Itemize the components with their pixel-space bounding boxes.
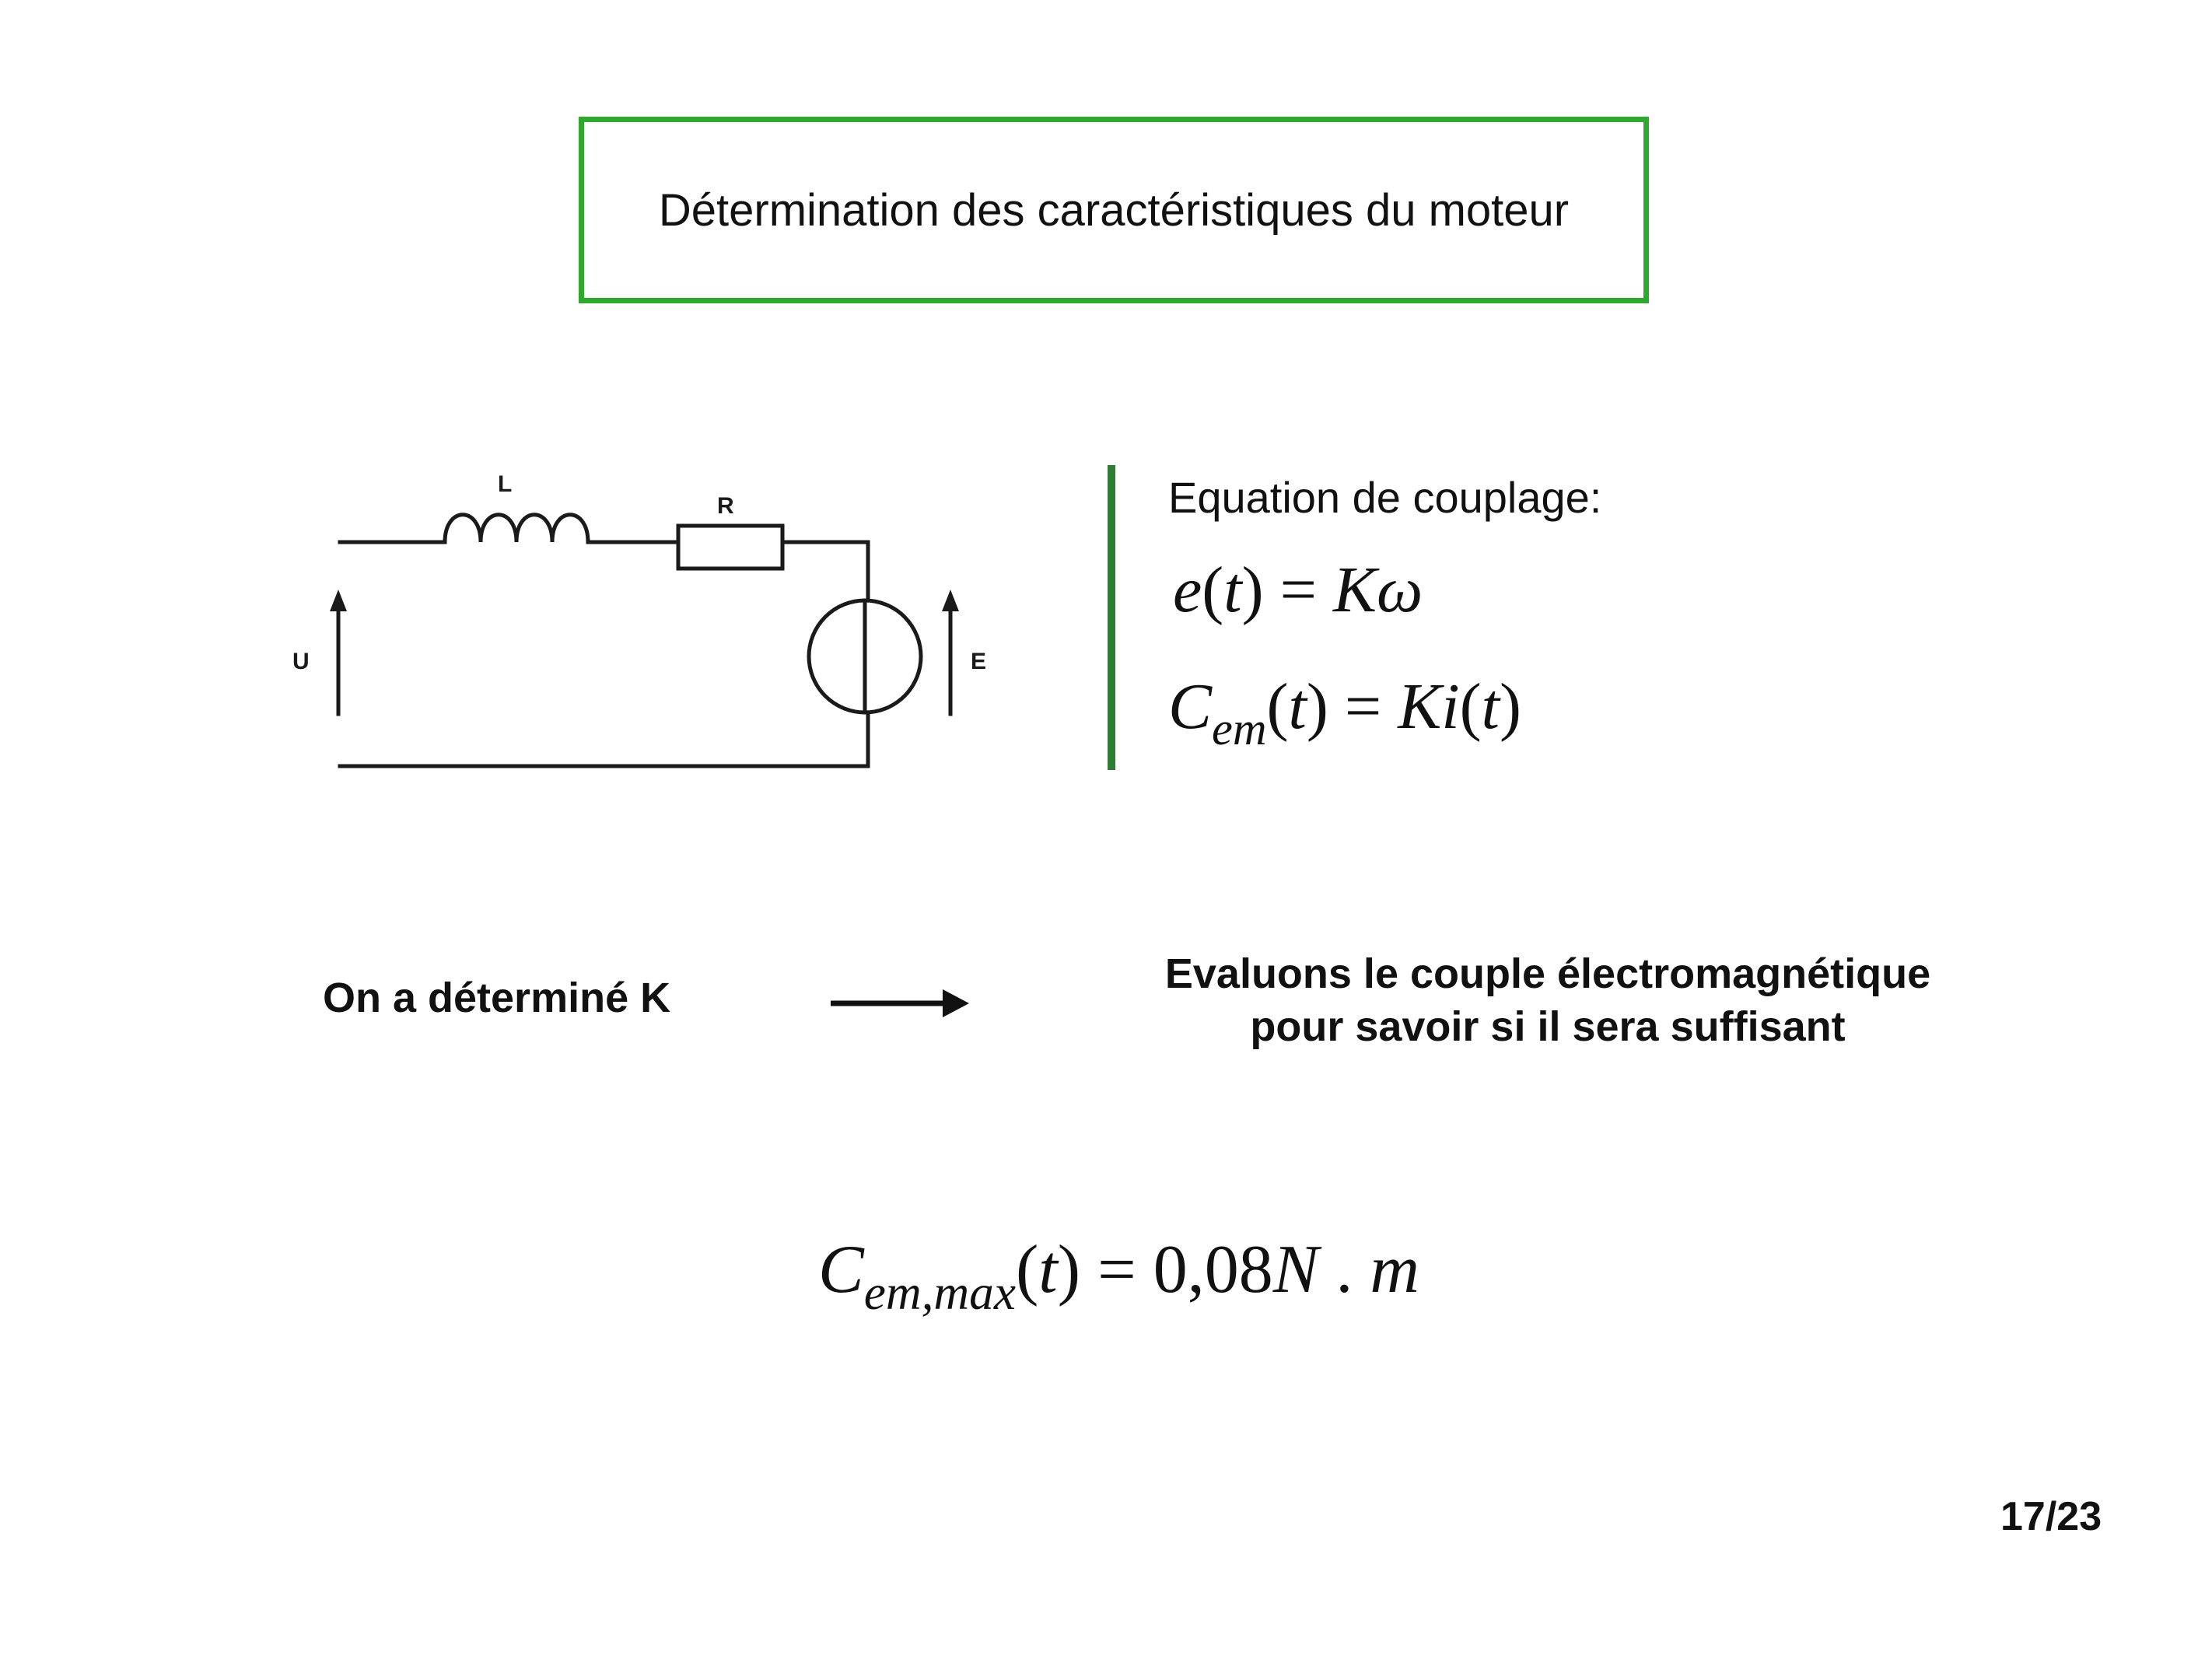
resistor-label: R bbox=[717, 493, 734, 519]
note-k-determined: On a déterminé K bbox=[323, 975, 671, 1021]
inductor-coil bbox=[443, 513, 590, 544]
equation-max-torque: Cem,max(t) = 0,08N . m bbox=[818, 1232, 1419, 1321]
u-label: U bbox=[292, 649, 310, 674]
note-right-line1: Evaluons le couple électromagnétique bbox=[1164, 950, 1931, 997]
equation-divider-bar bbox=[1108, 465, 1115, 770]
note-right-line2: pour savoir si il sera suffisant bbox=[1250, 1003, 1846, 1050]
coupling-heading: Equation de couplage: bbox=[1168, 473, 1602, 522]
title-box: Détermination des caractéristiques du mo… bbox=[579, 117, 1649, 303]
equation-torque: Cem(t) = Ki(t) bbox=[1168, 670, 1521, 756]
page-number: 17/23 bbox=[2000, 1494, 2102, 1539]
e-arrow-head bbox=[942, 590, 959, 611]
u-arrow-head bbox=[330, 590, 347, 611]
note-evaluate-torque: Evaluons le couple électromagnétique pou… bbox=[1089, 947, 2007, 1053]
inductor-label: L bbox=[498, 471, 512, 497]
e-label: E bbox=[971, 649, 986, 674]
resistor-body bbox=[676, 523, 785, 571]
slide-title: Détermination des caractéristiques du mo… bbox=[658, 184, 1570, 236]
equation-emf: e(t) = Kω bbox=[1173, 554, 1423, 626]
